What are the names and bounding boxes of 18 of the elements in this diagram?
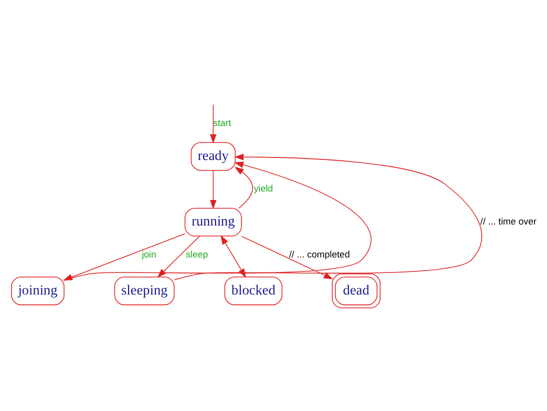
arrow bbox=[234, 166, 254, 208]
node-box: blocked bbox=[224, 276, 282, 305]
edge-label: // ... time over bbox=[480, 216, 537, 226]
node-box: sleeping bbox=[114, 276, 175, 305]
arrow bbox=[210, 104, 216, 144]
edge-label: // ... completed bbox=[289, 248, 350, 259]
arrow bbox=[174, 153, 482, 280]
arrow bbox=[210, 170, 216, 209]
edge-label: join bbox=[142, 248, 156, 259]
arrow bbox=[157, 235, 200, 278]
edge-label: start bbox=[213, 117, 232, 128]
arrow bbox=[241, 235, 334, 279]
edge-label: yield bbox=[254, 183, 273, 194]
node-box: ready bbox=[190, 142, 236, 170]
node-box: running bbox=[184, 207, 242, 236]
node-box: joining bbox=[11, 276, 64, 305]
edge-label: sleep bbox=[186, 248, 208, 259]
node-box: dead bbox=[332, 273, 381, 308]
